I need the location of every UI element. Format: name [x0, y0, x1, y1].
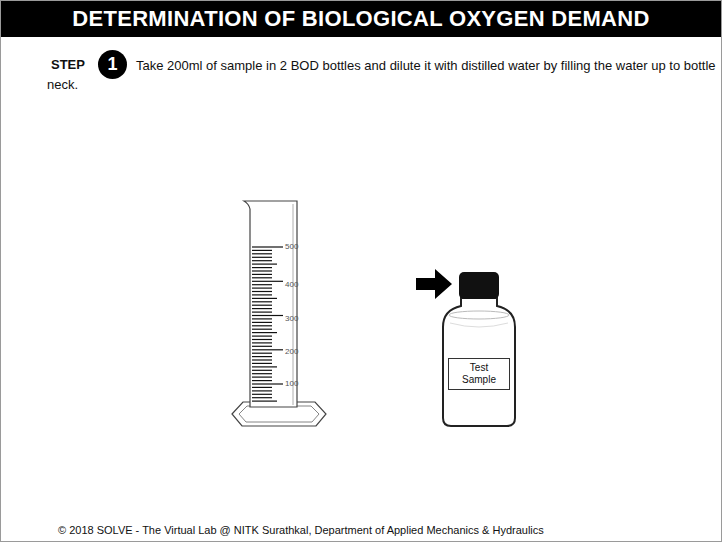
scale-number: 300: [285, 314, 298, 323]
graduation-tick: [252, 267, 272, 268]
scale-number: 100: [285, 379, 298, 388]
instruction-text: Take 200ml of sample in 2 BOD bottles an…: [47, 56, 719, 94]
graduation-tick: [252, 277, 272, 278]
scale-number: 200: [285, 347, 298, 356]
graduation-tick: [252, 339, 272, 340]
label-box: Test Sample: [448, 358, 510, 390]
graduation-tick: [252, 359, 272, 360]
scale-number: 500: [285, 242, 298, 251]
graduation-tick: [252, 291, 272, 292]
graduation-tick: [252, 281, 283, 282]
graduation-tick: [252, 349, 283, 350]
graduation-tick: [252, 305, 272, 306]
graduation-tick: [252, 322, 272, 323]
bottle-cap: [459, 272, 499, 299]
title-text: DETERMINATION OF BIOLOGICAL OXYGEN DEMAN…: [1, 1, 721, 37]
graduation-tick: [252, 318, 272, 319]
label-text: Test Sample: [457, 362, 501, 386]
graduation-tick: [252, 394, 272, 395]
graduation-tick: [252, 390, 272, 391]
graduation-tick: [252, 380, 272, 381]
scale-number: 400: [285, 280, 298, 289]
graduation-tick: [252, 346, 272, 347]
graduation-tick: [252, 366, 277, 367]
graduation-tick: [252, 342, 272, 343]
step-number-circle: 1: [98, 50, 127, 79]
graduation-tick: [252, 308, 272, 309]
graduation-tick: [252, 315, 283, 316]
graduation-ticks: [252, 247, 283, 401]
cylinder-base-inner: [239, 406, 319, 422]
step-label: STEP: [51, 57, 85, 72]
water-line: [450, 323, 508, 327]
graduation-tick: [252, 298, 277, 299]
graduation-tick: [252, 397, 272, 398]
graduation-tick: [252, 332, 277, 333]
graduation-tick: [252, 288, 272, 289]
graduation-tick: [252, 401, 277, 402]
graduation-tick: [252, 373, 272, 374]
graduation-tick: [252, 363, 272, 364]
graduation-tick: [252, 284, 272, 285]
graduation-tick: [252, 383, 283, 384]
pointer-arrow: [416, 269, 452, 299]
graduation-tick: [252, 270, 272, 271]
graduation-tick: [252, 260, 272, 261]
copyright-footer: © 2018 SOLVE - The Virtual Lab @ NITK Su…: [58, 524, 544, 536]
graduation-tick: [252, 325, 272, 326]
graduation-tick: [252, 387, 272, 388]
graduation-tick: [252, 377, 272, 378]
cylinder-wall: [293, 204, 294, 405]
graduation-tick: [252, 253, 272, 254]
graduation-tick: [252, 370, 272, 371]
graduation-tick: [252, 301, 272, 302]
step-number: 1: [98, 50, 127, 79]
graduation-tick: [252, 329, 272, 330]
cylinder-body: [244, 201, 297, 407]
graduation-tick: [252, 356, 272, 357]
graduation-tick: [252, 264, 277, 265]
graduation-tick: [252, 250, 272, 251]
bod-bottle: [443, 298, 515, 426]
graduation-tick: [252, 246, 283, 247]
graduation-tick: [252, 294, 272, 295]
graduation-tick: [252, 274, 272, 275]
water-surface: [449, 311, 509, 319]
graduation-tick: [252, 312, 272, 313]
graduation-tick: [252, 257, 272, 258]
graduation-tick: [252, 336, 272, 337]
graduation-tick: [252, 353, 272, 354]
